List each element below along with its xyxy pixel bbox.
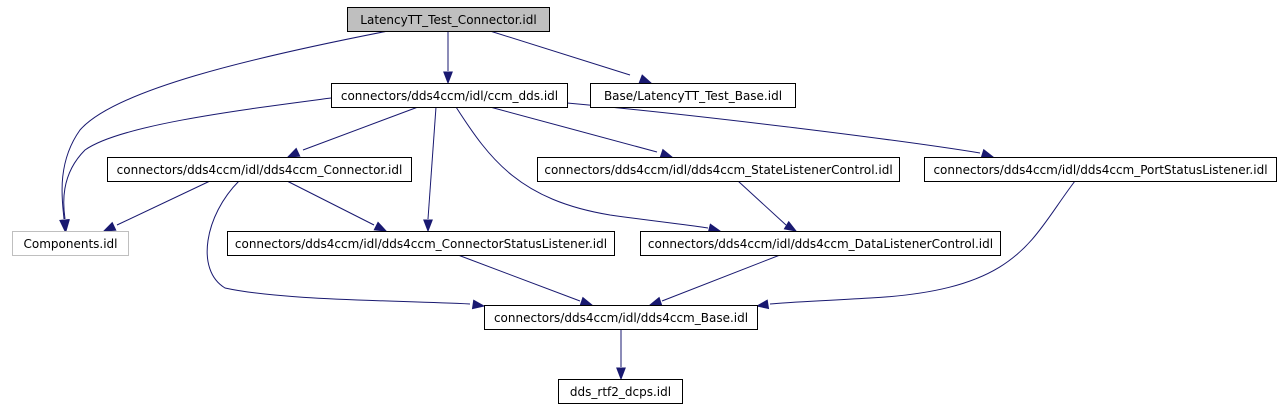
arrowhead-icon xyxy=(471,299,486,310)
edge-line xyxy=(427,106,437,220)
nodes-layer: LatencyTT_Test_Connector.idl connectors/d… xyxy=(12,7,1277,404)
node-rtf2[interactable]: dds_rtf2_dcps.idl xyxy=(558,379,683,404)
arrowhead-icon xyxy=(102,221,117,232)
edge-line xyxy=(116,180,211,226)
edge-state_listener-to-data_listener xyxy=(737,180,798,232)
edge-conn_status-to-dds_base xyxy=(457,254,594,307)
node-box xyxy=(558,379,683,404)
edge-ccm_dds-to-conn_status xyxy=(423,106,437,233)
edge-root-to-base_test xyxy=(489,30,653,84)
node-dds-base[interactable]: connectors/dds4ccm/idl/dds4ccm_Base.idl xyxy=(484,305,758,330)
edge-line xyxy=(61,30,389,220)
node-label: connectors/dds4ccm/idl/dds4ccm_Base.idl xyxy=(494,311,748,325)
edge-connector-to-components xyxy=(102,180,211,232)
edge-root-to-ccm_dds xyxy=(443,31,453,85)
node-state-listener[interactable]: connectors/dds4ccm/idl/dds4ccm_StateList… xyxy=(537,157,900,182)
edge-line xyxy=(661,254,781,302)
arrowhead-icon xyxy=(443,71,453,85)
arrowhead-icon xyxy=(423,219,433,233)
arrowhead-icon xyxy=(980,148,995,159)
edge-line xyxy=(566,102,981,154)
arrowhead-icon xyxy=(783,220,798,232)
node-box xyxy=(331,83,568,108)
edge-line xyxy=(489,30,631,76)
node-box xyxy=(347,7,550,32)
edge-ccm_dds-to-components xyxy=(60,97,332,233)
node-connector[interactable]: connectors/dds4ccm/idl/dds4ccm_Connector… xyxy=(107,157,412,182)
edge-ccm_dds-to-state_listener xyxy=(489,106,674,159)
edge-connector-to-dds_base xyxy=(206,180,486,310)
node-port-status[interactable]: connectors/dds4ccm/idl/dds4ccm_PortStatu… xyxy=(924,157,1277,182)
edge-line xyxy=(737,180,787,226)
node-ccm-dds[interactable]: connectors/dds4ccm/idl/ccm_dds.idl xyxy=(331,83,568,108)
arrowhead-icon xyxy=(648,296,663,307)
node-label: Base/LatencyTT_Test_Base.idl xyxy=(604,89,782,103)
node-box xyxy=(484,305,758,330)
node-label: connectors/dds4ccm/idl/dds4ccm_DataListe… xyxy=(648,237,993,251)
node-components: Components.idl xyxy=(12,231,129,256)
node-data-listener[interactable]: connectors/dds4ccm/idl/dds4ccm_DataListe… xyxy=(640,231,1001,256)
edge-ccm_dds-to-connector xyxy=(286,106,419,158)
node-label: Components.idl xyxy=(23,237,117,251)
node-label: connectors/dds4ccm/idl/dds4ccm_StateList… xyxy=(544,163,892,177)
edge-line xyxy=(769,180,1076,305)
edge-line xyxy=(63,97,332,220)
edge-line xyxy=(302,106,419,151)
node-conn-status[interactable]: connectors/dds4ccm/idl/dds4ccm_Connector… xyxy=(227,231,615,256)
node-box xyxy=(640,231,1001,256)
edge-line xyxy=(206,180,471,305)
edge-line xyxy=(286,180,375,226)
edge-dds_base-to-rtf2 xyxy=(616,329,626,381)
edge-root-to-components xyxy=(59,30,389,233)
node-label: connectors/dds4ccm/idl/dds4ccm_Connector… xyxy=(117,163,403,177)
edge-line xyxy=(457,254,581,302)
arrowhead-icon xyxy=(755,299,770,310)
node-box xyxy=(590,83,796,108)
node-box xyxy=(107,157,412,182)
node-label: dds_rtf2_dcps.idl xyxy=(570,385,671,399)
arrowhead-icon xyxy=(616,367,626,381)
arrowhead-icon xyxy=(638,74,653,84)
edge-line xyxy=(489,106,658,153)
arrowhead-icon xyxy=(373,221,388,232)
edge-line xyxy=(455,106,709,229)
edge-ccm_dds-to-port_status xyxy=(566,102,995,159)
node-label: connectors/dds4ccm/idl/dds4ccm_Connector… xyxy=(235,237,607,251)
edge-data_listener-to-dds_base xyxy=(648,254,781,307)
node-box xyxy=(537,157,900,182)
node-box xyxy=(227,231,615,256)
edges-layer xyxy=(59,30,1076,381)
node-base-test[interactable]: Base/LatencyTT_Test_Base.idl xyxy=(590,83,796,108)
arrowhead-icon xyxy=(286,147,301,158)
arrowhead-icon xyxy=(579,296,594,307)
arrowhead-icon xyxy=(659,148,674,159)
node-label: LatencyTT_Test_Connector.idl xyxy=(360,13,536,27)
edge-port_status-to-dds_base xyxy=(755,180,1076,310)
node-box xyxy=(12,231,129,256)
node-label: connectors/dds4ccm/idl/dds4ccm_PortStatu… xyxy=(933,163,1267,177)
node-root[interactable]: LatencyTT_Test_Connector.idl xyxy=(347,7,550,32)
edge-connector-to-conn_status xyxy=(286,180,388,232)
node-box xyxy=(924,157,1277,182)
arrowhead-icon xyxy=(60,219,70,233)
node-label: connectors/dds4ccm/idl/ccm_dds.idl xyxy=(341,89,558,103)
